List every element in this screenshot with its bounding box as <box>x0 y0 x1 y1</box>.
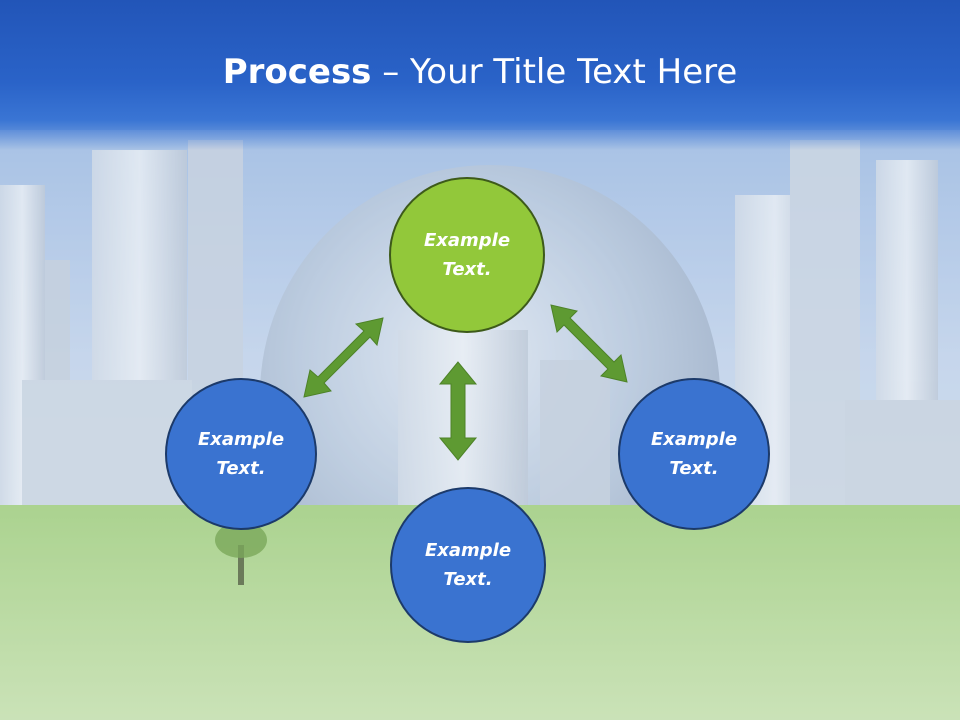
node-bottom[interactable]: Example Text. <box>390 487 546 643</box>
arrow-vertical <box>438 361 478 461</box>
node-right-line1: Example <box>650 429 738 450</box>
title-bold: Process <box>222 52 372 92</box>
title-band <box>0 0 960 150</box>
node-bottom-line2: Text. <box>443 569 493 590</box>
title-rest: – Your Title Text Here <box>371 52 738 92</box>
arrow-top-left <box>303 317 384 398</box>
node-right-line2: Text. <box>669 458 719 479</box>
arrow-top-right <box>550 304 628 383</box>
node-right[interactable]: Example Text. <box>618 378 770 530</box>
node-top-line1: Example <box>423 230 511 251</box>
node-top[interactable]: Example Text. <box>389 177 545 333</box>
slide-title: Process – Your Title Text Here <box>0 52 960 92</box>
node-left[interactable]: Example Text. <box>165 378 317 530</box>
node-top-line2: Text. <box>442 259 492 280</box>
node-left-line1: Example <box>197 429 285 450</box>
node-left-line2: Text. <box>216 458 266 479</box>
node-bottom-line1: Example <box>424 540 512 561</box>
